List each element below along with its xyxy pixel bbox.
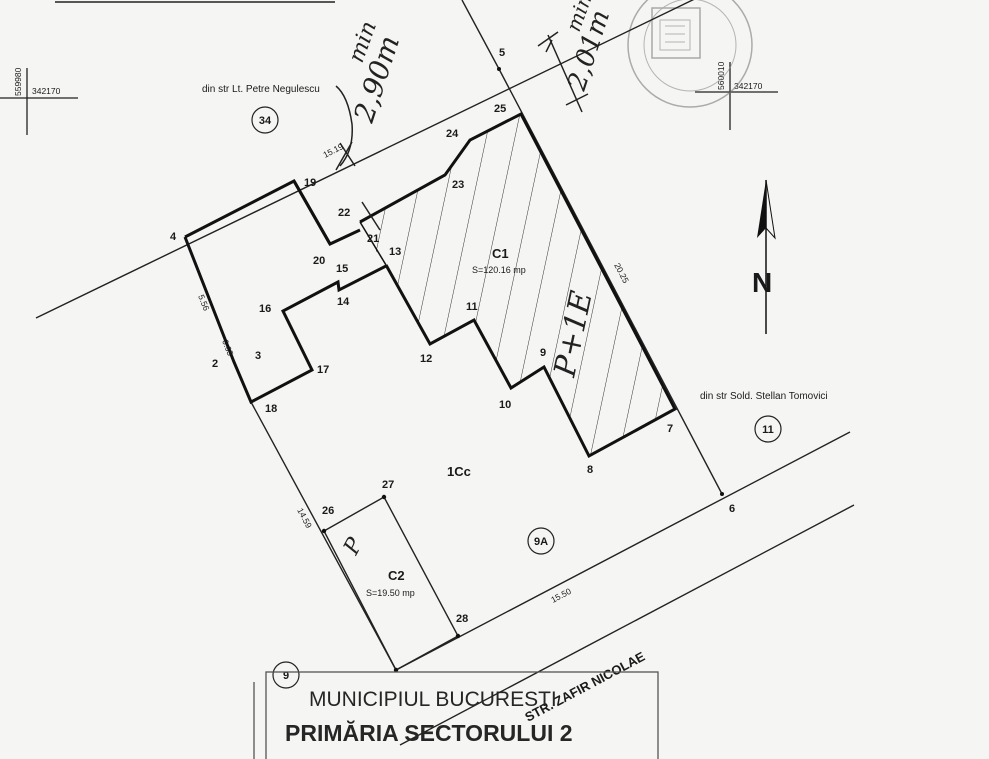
point-label: 21	[367, 233, 379, 245]
north-arrow-icon	[757, 179, 776, 334]
point-label: 18	[265, 403, 277, 415]
point-label: 17	[317, 364, 329, 376]
point-label: 4	[170, 231, 177, 243]
point-label: 14	[337, 296, 350, 308]
north-label: N	[752, 267, 772, 298]
parcel-main-label: 1Cc	[447, 464, 471, 479]
property-boundary	[184, 0, 723, 671]
dimension-label: 0.65	[220, 338, 236, 357]
point-markers	[321, 67, 724, 673]
point-label: 3	[255, 350, 261, 362]
dimension-label: 15.50	[549, 586, 573, 605]
stamp-title-line2: PRIMĂRIA SECTORULUI 2	[285, 719, 573, 746]
point-label: 2	[212, 358, 218, 370]
handwritten-c2-note: P	[339, 533, 369, 560]
parcel-9: 9	[272, 661, 300, 689]
building-c1-name: C1	[492, 246, 509, 261]
point-label: 11	[466, 301, 478, 313]
coord-right-y: 342170	[734, 81, 763, 91]
point-label: 23	[452, 179, 464, 191]
svg-text:34: 34	[259, 115, 272, 127]
coordinate-cross-right	[695, 62, 778, 130]
point-label: 27	[382, 479, 394, 491]
point-label: 8	[587, 464, 593, 476]
street-top-label: din str Lt. Petre Negulescu	[202, 84, 320, 95]
point-label: 20	[313, 255, 325, 267]
svg-text:11: 11	[762, 424, 774, 436]
point-label: 7	[667, 423, 673, 435]
coord-left-x: 559980	[13, 67, 23, 96]
street-lines	[35, 0, 855, 746]
point-label: 24	[446, 128, 459, 140]
point-label: 13	[389, 246, 401, 258]
round-stamp	[627, 0, 753, 108]
dimension-label: 20.25	[612, 261, 631, 285]
point-label: 28	[456, 613, 468, 625]
point-label: 9	[540, 347, 546, 359]
point-label: 6	[729, 503, 735, 515]
building-c1-area: S=120.16 mp	[472, 265, 526, 275]
point-label: 12	[420, 353, 432, 365]
dimension-label: 14.59	[295, 506, 314, 530]
building-c2	[323, 496, 459, 671]
point-label: 16	[259, 303, 271, 315]
coordinate-cross-left	[0, 68, 78, 135]
svg-text:9: 9	[283, 670, 289, 682]
point-label: 5	[499, 47, 505, 59]
stamp-box	[265, 671, 659, 759]
svg-text:9A: 9A	[534, 536, 548, 548]
parcel-34: 34	[251, 106, 279, 134]
building-c1-edge	[359, 221, 387, 266]
street-bottom-label: STR. ZAFIR NICOLAE	[522, 649, 647, 725]
building-c1-outline	[359, 111, 678, 459]
coord-right-x: 560010	[716, 61, 726, 90]
point-label: 26	[322, 505, 334, 517]
point-label: 25	[494, 103, 506, 115]
point-label: 10	[499, 399, 511, 411]
parcel-11: 11	[754, 415, 782, 443]
building-c2-name: C2	[388, 568, 405, 583]
point-label: 22	[338, 207, 350, 219]
stamp-title-line1: MUNICIPIUL BUCURESTI	[309, 688, 557, 711]
point-label: 15	[336, 263, 348, 275]
building-c1-fill	[360, 114, 675, 456]
parcel-outline	[183, 179, 387, 405]
building-c2-area: S=19.50 mp	[366, 588, 415, 598]
dimension-label: 15.19	[321, 141, 345, 160]
point-label: 19	[304, 177, 316, 189]
street-right-label: din str Sold. Stellan Tomovici	[700, 391, 828, 402]
handwritten-marks	[335, 31, 589, 231]
coord-left-y: 342170	[32, 86, 61, 96]
parcel-9a: 9A	[527, 527, 555, 555]
